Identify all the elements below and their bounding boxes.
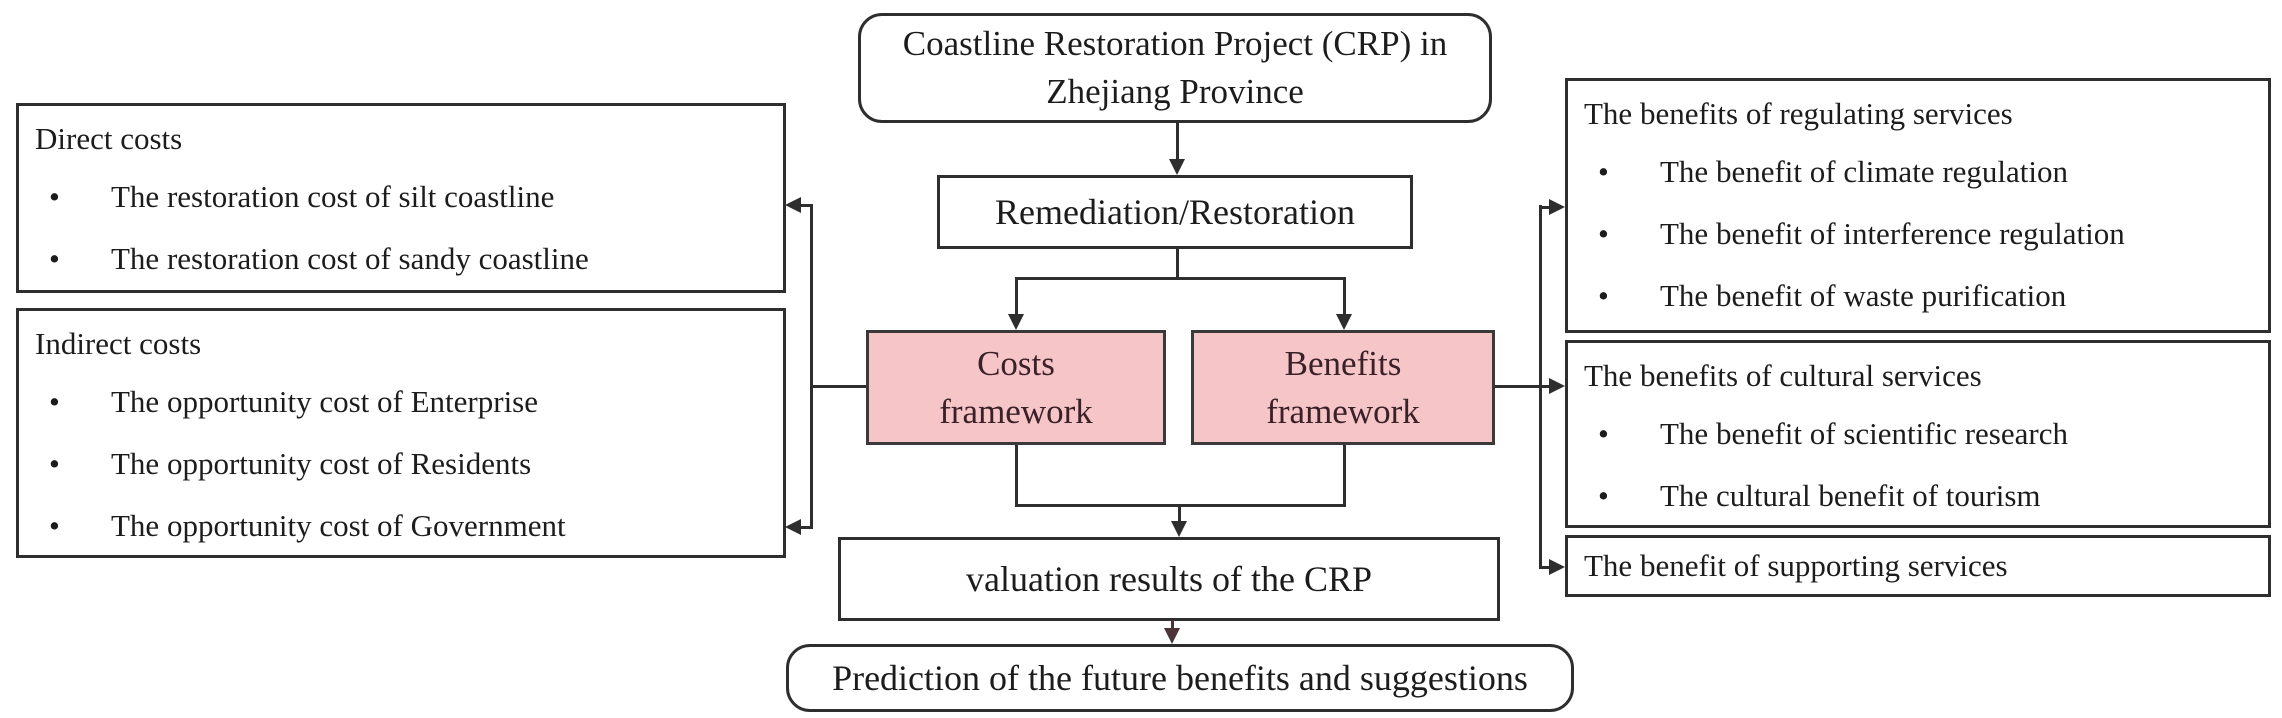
connector-split-right xyxy=(1343,277,1346,315)
supporting-services-title: The benefit of supporting services xyxy=(1584,548,2008,583)
connector-left-top-stub xyxy=(798,204,812,207)
bullet-icon: • xyxy=(49,446,60,481)
connector-left-vertical xyxy=(810,204,813,529)
list-item: • The opportunity cost of Enterprise xyxy=(19,371,783,433)
prediction-text: Prediction of the future benefits and su… xyxy=(832,658,1528,698)
list-item: • The opportunity cost of Residents xyxy=(19,433,783,495)
connector-join-down xyxy=(1178,504,1181,524)
regulating-services-box: The benefits of regulating services • Th… xyxy=(1565,78,2271,333)
arrowhead-right-icon xyxy=(1549,199,1565,215)
connector-right-bottom-stub xyxy=(1539,566,1551,569)
connector-remediation-down xyxy=(1176,248,1179,280)
bullet-icon: • xyxy=(1598,278,1609,313)
valuation-results-text: valuation results of the CRP xyxy=(966,559,1372,599)
connector-right-mid-stub xyxy=(1542,385,1550,388)
cultural-services-list: • The benefit of scientific research • T… xyxy=(1568,403,2268,527)
bullet-icon: • xyxy=(49,179,60,214)
benefits-framework-text: Benefits framework xyxy=(1266,343,1420,431)
arrowhead-down-icon xyxy=(1164,628,1180,644)
list-item: • The restoration cost of silt coastline xyxy=(19,166,783,228)
indirect-costs-box: Indirect costs • The opportunity cost of… xyxy=(16,308,786,558)
list-item-text: The cultural benefit of tourism xyxy=(1660,478,2041,513)
list-item-text: The opportunity cost of Residents xyxy=(111,446,532,481)
list-item: • The restoration cost of sandy coastlin… xyxy=(19,228,783,290)
arrowhead-left-icon xyxy=(785,197,801,213)
connector-costs-down xyxy=(1015,445,1018,507)
bullet-icon: • xyxy=(1598,216,1609,251)
list-item-text: The benefit of waste purification xyxy=(1660,278,2067,313)
connector-split-left xyxy=(1015,277,1018,315)
bullet-icon: • xyxy=(49,241,60,276)
list-item: • The benefit of climate regulation xyxy=(1568,141,2268,203)
arrowhead-right-icon xyxy=(1549,559,1565,575)
regulating-services-title: The benefits of regulating services xyxy=(1584,96,2013,131)
list-item-text: The benefit of interference regulation xyxy=(1660,216,2125,251)
list-item: • The benefit of waste purification xyxy=(1568,265,2268,327)
costs-framework-text: Costs framework xyxy=(939,343,1093,431)
valuation-results-box: valuation results of the CRP xyxy=(838,537,1500,621)
connector-costs-left-stub xyxy=(810,385,866,388)
connector-right-top-stub xyxy=(1539,206,1551,209)
costs-framework-box: Costs framework xyxy=(866,330,1166,445)
remediation-box: Remediation/Restoration xyxy=(937,175,1413,249)
arrowhead-down-icon xyxy=(1169,159,1185,175)
connector-split-horizontal xyxy=(1015,277,1346,280)
project-title-box: Coastline Restoration Project (CRP) in Z… xyxy=(858,13,1492,123)
indirect-costs-title: Indirect costs xyxy=(35,326,202,361)
arrowhead-down-icon xyxy=(1336,314,1352,330)
bullet-icon: • xyxy=(1598,154,1609,189)
connector-benefits-down xyxy=(1343,445,1346,507)
bullet-icon: • xyxy=(1598,478,1609,513)
arrowhead-down-icon xyxy=(1171,521,1187,537)
project-title-text: Coastline Restoration Project (CRP) in Z… xyxy=(902,24,1448,111)
list-item: • The benefit of scientific research xyxy=(1568,403,2268,465)
list-item: • The opportunity cost of Government xyxy=(19,495,783,557)
cultural-services-title: The benefits of cultural services xyxy=(1584,358,1982,393)
connector-right-vertical xyxy=(1539,205,1542,569)
prediction-box: Prediction of the future benefits and su… xyxy=(786,644,1574,712)
bullet-icon: • xyxy=(1598,416,1609,451)
indirect-costs-list: • The opportunity cost of Enterprise • T… xyxy=(19,371,783,557)
arrowhead-down-icon xyxy=(1008,314,1024,330)
list-item-text: The benefit of climate regulation xyxy=(1660,154,2068,189)
connector-title-to-remediation xyxy=(1176,122,1179,162)
supporting-services-box: The benefit of supporting services xyxy=(1565,535,2271,597)
direct-costs-list: • The restoration cost of silt coastline… xyxy=(19,166,783,290)
connector-left-bottom-stub xyxy=(798,526,812,529)
direct-costs-box: Direct costs • The restoration cost of s… xyxy=(16,103,786,293)
list-item-text: The benefit of scientific research xyxy=(1660,416,2068,451)
arrowhead-right-icon xyxy=(1549,378,1565,394)
list-item-text: The restoration cost of sandy coastline xyxy=(111,241,589,276)
connector-benefits-right-stub xyxy=(1495,385,1542,388)
benefits-framework-box: Benefits framework xyxy=(1191,330,1495,445)
list-item-text: The restoration cost of silt coastline xyxy=(111,179,555,214)
list-item: • The cultural benefit of tourism xyxy=(1568,465,2268,527)
arrowhead-left-icon xyxy=(785,519,801,535)
direct-costs-title: Direct costs xyxy=(35,121,183,156)
cultural-services-box: The benefits of cultural services • The … xyxy=(1565,340,2271,528)
list-item-text: The opportunity cost of Government xyxy=(111,508,566,543)
bullet-icon: • xyxy=(49,384,60,419)
connector-valuation-to-prediction xyxy=(1171,620,1174,630)
list-item: • The benefit of interference regulation xyxy=(1568,203,2268,265)
regulating-services-list: • The benefit of climate regulation • Th… xyxy=(1568,141,2268,327)
list-item-text: The opportunity cost of Enterprise xyxy=(111,384,539,419)
bullet-icon: • xyxy=(49,508,60,543)
remediation-text: Remediation/Restoration xyxy=(995,192,1355,232)
